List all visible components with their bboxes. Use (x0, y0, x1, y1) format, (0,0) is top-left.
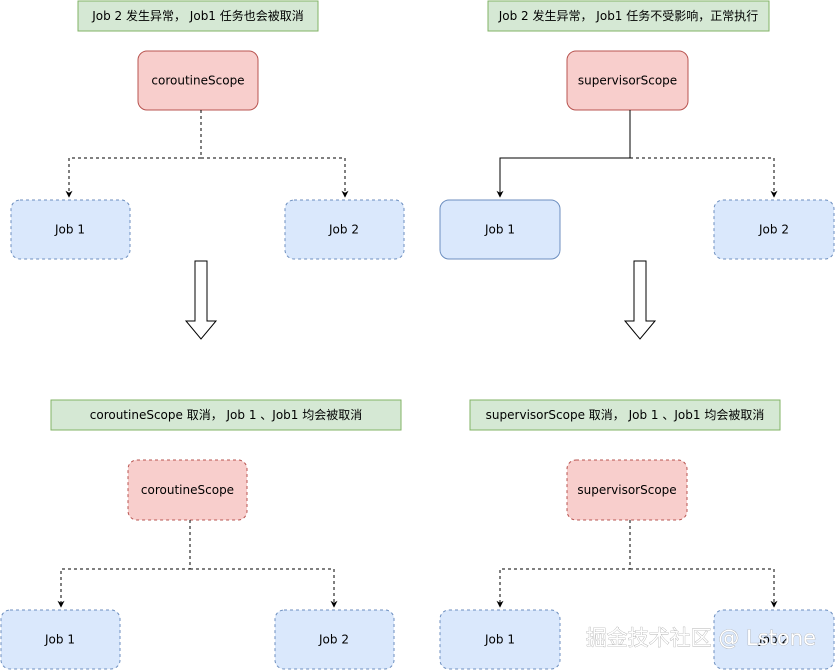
connector-to-job2 (201, 157, 349, 198)
connector-to-job1 (57, 520, 191, 608)
job1-label: Job 1 (44, 633, 75, 647)
job1-node (439, 609, 561, 670)
job2-node (713, 609, 835, 670)
panel-bottom-right: supervisorScope 取消， Job 1 、Job1 均会被取消 su… (439, 399, 835, 670)
job2-label: Job 2 (758, 633, 789, 647)
scope-node (127, 459, 248, 521)
job2-label: Job 2 (318, 633, 349, 647)
note-box (487, 0, 770, 32)
note-text: Job 2 发生异常， Job1 任务不受影响，正常执行 (498, 8, 759, 23)
connector-to-job1 (496, 520, 631, 608)
connector-to-job2 (190, 568, 338, 608)
job2-node (274, 609, 395, 670)
note-text: Job 2 发生异常， Job1 任务也会被取消 (91, 8, 304, 23)
note-text: supervisorScope 取消， Job 1 、Job1 均会被取消 (486, 408, 765, 422)
job2-node (284, 199, 405, 260)
job1-node (439, 199, 561, 260)
down-arrow-icon (184, 260, 218, 340)
job2-label: Job 2 (758, 223, 789, 237)
job1-label: Job 1 (484, 633, 515, 647)
connector-to-job1 (496, 110, 631, 198)
connector-to-job2 (630, 157, 778, 198)
scope-node (566, 50, 689, 111)
job1-node (10, 199, 131, 260)
job1-label: Job 1 (484, 223, 515, 237)
job1-label: Job 1 (54, 223, 85, 237)
scope-label: supervisorScope (578, 74, 677, 88)
watermark: 掘金技术社区 @ Lstone (586, 626, 816, 650)
note-box (50, 399, 402, 431)
job2-label: Job 2 (328, 223, 359, 237)
note-box (469, 399, 781, 431)
connector-to-job2 (630, 568, 778, 608)
scope-label: supervisorScope (577, 483, 676, 497)
job1-node (0, 609, 121, 670)
panel-bottom-left: coroutineScope 取消， Job 1 、Job1 均会被取消 cor… (0, 399, 402, 670)
scope-node (566, 459, 688, 521)
job2-node (713, 199, 835, 260)
panel-top-left: Job 2 发生异常， Job1 任务也会被取消 coroutineScope … (10, 0, 405, 340)
scope-node (137, 50, 259, 111)
down-arrow-icon (623, 260, 657, 340)
panel-top-right: Job 2 发生异常， Job1 任务不受影响，正常执行 supervisorS… (439, 0, 835, 340)
scope-label: coroutineScope (141, 483, 234, 497)
scope-label: coroutineScope (151, 74, 244, 88)
note-box (77, 0, 319, 32)
connector-to-job1 (65, 110, 202, 198)
note-text: coroutineScope 取消， Job 1 、Job1 均会被取消 (90, 408, 362, 422)
